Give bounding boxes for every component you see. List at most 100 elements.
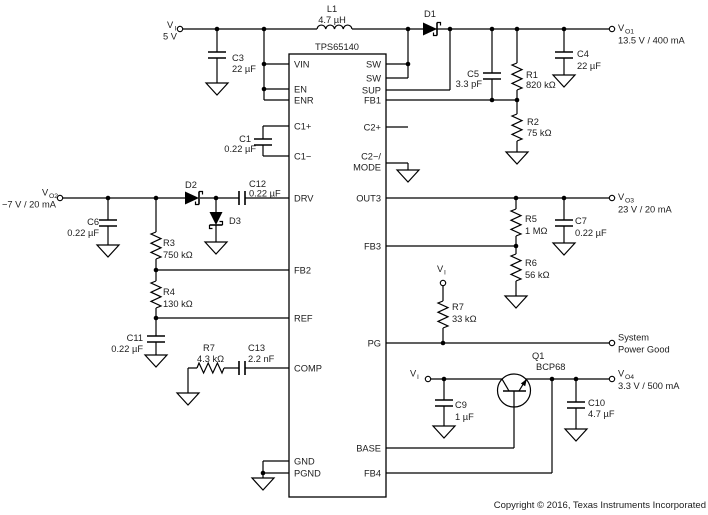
label-vo1: V: [618, 23, 625, 33]
label-r5-ref: R5: [525, 214, 537, 224]
label-l1-ref: L1: [327, 4, 337, 14]
label-c6-value: 0.22 µF: [67, 228, 99, 238]
pin-comp: COMP: [294, 364, 322, 374]
resistor-r2: [510, 113, 524, 142]
diode-d1: [423, 21, 442, 37]
cap-c13: [238, 361, 246, 375]
resistor-r7-pg: [436, 300, 450, 329]
ic-pins-right: SW SW SUP FB1 C2+ C2−/ MODE OUT3 FB3 PG …: [353, 60, 381, 479]
pin-c2n: C2−/: [361, 152, 381, 162]
pin-fb4: FB4: [364, 469, 381, 479]
label-r2-ref: R2: [527, 117, 539, 127]
label-r6-ref: R6: [525, 258, 537, 268]
cap-c10: [567, 401, 585, 409]
pin-base: BASE: [356, 444, 381, 454]
label-vo1-value: 13.5 V / 400 mA: [618, 36, 685, 46]
label-c6-ref: C6: [87, 217, 99, 227]
cap-c6: [99, 219, 117, 227]
label-c4-ref: C4: [577, 49, 589, 59]
label-vo4-sub: O4: [625, 374, 634, 381]
label-r1-value: 820 kΩ: [526, 80, 556, 90]
label-vo3-sub: O3: [625, 198, 634, 205]
ic-pins-left: VIN EN ENR C1+ C1− DRV FB2 REF COMP GND …: [294, 60, 322, 479]
label-c13-ref: C13: [248, 343, 265, 353]
label-vo4-value: 3.3 V / 500 mA: [618, 381, 680, 391]
label-c4-value: 22 µF: [577, 61, 601, 71]
terminal-vo4: [608, 375, 616, 383]
label-c9-value: 1 µF: [455, 412, 474, 422]
cap-c12: [238, 191, 246, 205]
terminals: [56, 25, 616, 383]
inductor-l1: [316, 24, 353, 30]
label-c3-value: 22 µF: [232, 64, 256, 74]
label-vo3: V: [618, 192, 625, 202]
resistor-r4: [149, 280, 163, 309]
pin-sw1: SW: [366, 60, 381, 70]
port-labels: V I 5 V V O1 13.5 V / 400 mA V O2 −7 V /…: [2, 20, 685, 391]
pin-sw2: SW: [366, 74, 381, 84]
label-r4-ref: R4: [163, 287, 175, 297]
label-vi-q1: V: [410, 369, 417, 379]
pin-ref: REF: [294, 314, 313, 324]
label-c10-value: 4.7 µF: [588, 409, 615, 419]
pin-out3: OUT3: [356, 194, 381, 204]
pin-c1p: C1+: [294, 122, 311, 132]
terminal-vi-pg: [439, 279, 447, 287]
pin-c2p: C2+: [364, 123, 381, 133]
pin-fb1: FB1: [364, 96, 381, 106]
pin-en: EN: [294, 85, 307, 95]
cap-c4: [555, 51, 573, 59]
terminal-vi-q1: [424, 375, 432, 383]
label-vi-q1-sub: I: [417, 374, 419, 381]
label-c13-value: 2.2 nF: [248, 354, 275, 364]
label-r7-pg-ref: R7: [452, 302, 464, 312]
resistor-r6: [509, 253, 523, 282]
label-c1-ref: C1: [239, 134, 251, 144]
label-c12-ref: C12: [249, 179, 266, 189]
label-vo2: V: [42, 188, 49, 198]
ic-title: TPS65140: [315, 42, 359, 52]
terminal-vo3: [608, 194, 616, 202]
label-r6-value: 56 kΩ: [525, 270, 550, 280]
terminal-vo1: [608, 25, 616, 33]
label-vi-top-sub: I: [175, 26, 177, 33]
pin-pgnd: PGND: [294, 469, 321, 479]
pin-fb3: FB3: [364, 242, 381, 252]
resistor-r5: [509, 208, 523, 237]
label-power-good-line2: Power Good: [618, 345, 670, 355]
label-q1-ref: Q1: [532, 351, 544, 361]
label-d3-ref: D3: [229, 216, 241, 226]
label-r7-comp-ref: R7: [203, 343, 215, 353]
label-vi-top-value: 5 V: [163, 32, 178, 42]
label-r3-ref: R3: [163, 238, 175, 248]
terminal-vo2: [56, 194, 64, 202]
label-vi-pg-sub: I: [444, 270, 446, 277]
capacitor-symbols: [99, 51, 585, 409]
cap-c5: [483, 72, 501, 80]
resistor-r7-comp: [196, 361, 225, 375]
label-c7-value: 0.22 µF: [575, 228, 607, 238]
label-c7-ref: C7: [575, 216, 587, 226]
label-vi-pg: V: [437, 264, 444, 274]
pin-sup: SUP: [362, 86, 381, 96]
ground-symbols: [95, 74, 589, 491]
pin-gnd: GND: [294, 457, 315, 467]
copyright-notice: Copyright © 2016, Texas Instruments Inco…: [494, 500, 706, 511]
pin-fb2: FB2: [294, 266, 311, 276]
label-c11-ref: C11: [127, 333, 143, 343]
component-labels: L1 4.7 µH D1 C3 22 µF C5 3.3 pF R1 820 k…: [67, 4, 615, 422]
resistor-r1: [510, 62, 524, 91]
diode-d2: [185, 190, 204, 206]
resistor-r3: [149, 231, 163, 260]
resistor-symbols: [149, 62, 524, 375]
cap-c11: [147, 335, 165, 343]
ic-body: [288, 53, 387, 498]
pin-pg: PG: [368, 339, 381, 349]
cap-c7: [555, 219, 573, 227]
wire-net: [63, 28, 609, 478]
transistor-q1: [496, 373, 532, 408]
label-r1-ref: R1: [526, 70, 538, 80]
cap-c9: [435, 399, 453, 407]
